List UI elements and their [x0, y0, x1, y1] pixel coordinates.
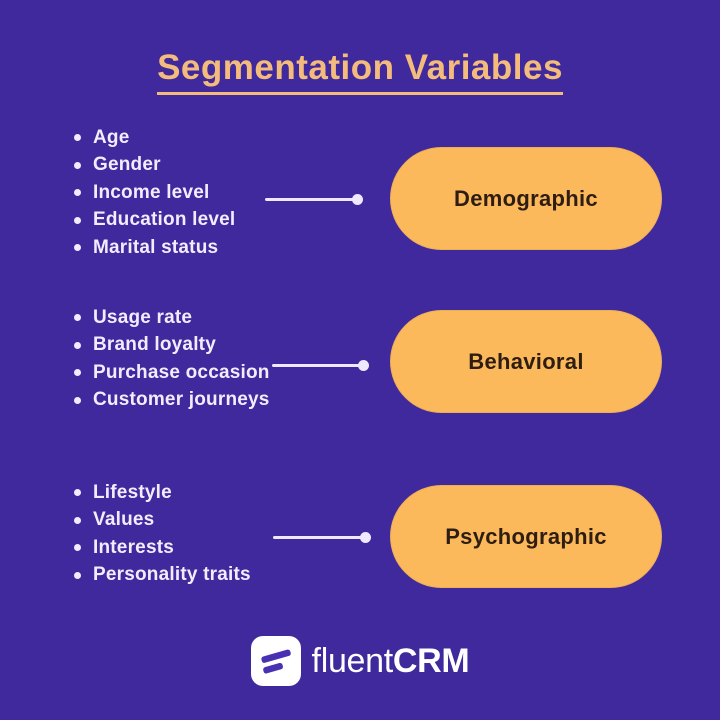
bullet-icon: [74, 544, 81, 552]
psychographic-list: Lifestyle Values Interests Personality t…: [74, 479, 251, 589]
bullet-icon: [74, 516, 81, 524]
title-wrap: Segmentation Variables: [0, 48, 720, 95]
list-item: Gender: [74, 152, 235, 180]
bullet-icon: [74, 134, 81, 142]
list-item-label: Age: [93, 126, 130, 148]
list-item-label: Customer journeys: [93, 389, 270, 411]
list-item: Lifestyle: [74, 479, 251, 507]
list-item: Brand loyalty: [74, 332, 270, 360]
fluentcrm-slashes-icon: [260, 649, 291, 674]
bullet-icon: [74, 341, 81, 349]
list-item: Interests: [74, 534, 251, 562]
page-title: Segmentation Variables: [157, 48, 563, 95]
fluentcrm-logo-box: [250, 636, 301, 686]
bullet-icon: [74, 189, 81, 197]
list-item: Age: [74, 124, 235, 152]
pill-label: Behavioral: [468, 348, 584, 374]
list-item-label: Lifestyle: [93, 481, 172, 503]
bullet-icon: [74, 216, 81, 224]
bullet-icon: [74, 314, 81, 322]
behavioral-list: Usage rate Brand loyalty Purchase occasi…: [74, 304, 270, 414]
connector-line: [265, 197, 357, 201]
bullet-icon: [74, 244, 81, 252]
bullet-icon: [74, 369, 81, 377]
list-item: Purchase occasion: [74, 359, 270, 387]
connector-line: [272, 363, 363, 367]
list-item: Customer journeys: [74, 387, 270, 415]
list-item-label: Purchase occasion: [93, 361, 270, 383]
brand-wordmark: fluentCRM: [312, 642, 470, 681]
brand-suffix: CRM: [392, 641, 470, 680]
list-item-label: Usage rate: [93, 306, 193, 328]
list-item: Values: [74, 507, 251, 535]
pill-label: Psychographic: [445, 523, 607, 549]
connector-dot: [351, 193, 363, 205]
list-item-label: Values: [93, 509, 155, 531]
list-item: Usage rate: [74, 304, 270, 332]
list-item-label: Brand loyalty: [93, 334, 216, 356]
list-item-label: Education level: [93, 209, 236, 231]
list-item-label: Gender: [93, 154, 161, 176]
bullet-icon: [74, 489, 81, 497]
list-item-label: Personality traits: [93, 564, 251, 586]
brand-footer: fluentCRM: [0, 636, 720, 686]
bullet-icon: [74, 161, 81, 169]
behavioral-pill: Behavioral: [390, 310, 662, 413]
list-item: Income level: [74, 179, 235, 207]
list-item: Education level: [74, 207, 235, 235]
connector-dot: [359, 531, 371, 543]
bullet-icon: [74, 396, 81, 404]
list-item-label: Interests: [93, 536, 175, 558]
psychographic-pill: Psychographic: [390, 485, 662, 588]
list-item: Marital status: [74, 234, 235, 262]
brand-prefix: fluent: [311, 641, 394, 680]
connector-dot: [357, 359, 369, 371]
list-item-label: Marital status: [93, 236, 219, 258]
demographic-pill: Demographic: [390, 147, 662, 250]
demographic-list: Age Gender Income level Education level …: [74, 124, 235, 262]
pill-label: Demographic: [454, 185, 598, 211]
bullet-icon: [74, 571, 81, 579]
list-item-label: Income level: [93, 181, 210, 203]
connector-line: [273, 535, 365, 539]
list-item: Personality traits: [74, 562, 251, 590]
